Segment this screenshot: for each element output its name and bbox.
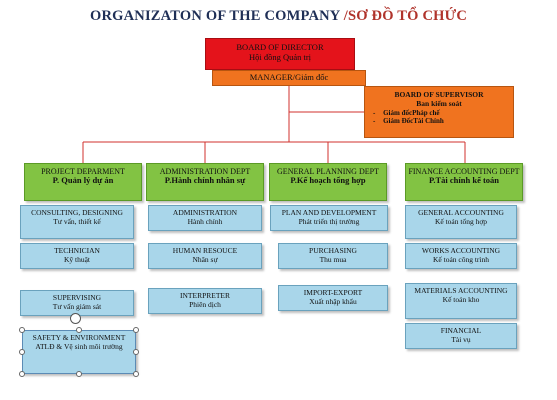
rotate-handle-icon[interactable] — [70, 313, 81, 324]
resize-handle[interactable] — [133, 327, 139, 333]
unit-subtitle: Thu mua — [319, 254, 347, 264]
unit-purchasing[interactable]: PURCHASING Thu mua — [278, 243, 388, 269]
unit-consulting-designing[interactable]: CONSULTING, DESIGNING Tư vấn, thiết kế — [20, 205, 134, 239]
dept-title: PROJECT DEPARMENT — [41, 167, 125, 176]
unit-title: PLAN AND DEVELOPMENT — [281, 208, 377, 217]
unit-import-export[interactable]: IMPORT-EXPORT Xuất nhập khẩu — [278, 285, 388, 311]
unit-title: MATERIALS ACCOUNTING — [414, 286, 508, 295]
unit-administration[interactable]: ADMINISTRATION Hành chính — [148, 205, 262, 231]
dept-subtitle: P.Tài chính kế toán — [428, 175, 500, 186]
resize-handle[interactable] — [19, 371, 25, 377]
unit-title: ADMINISTRATION — [172, 208, 238, 217]
dept-title: ADMINISTRATION DEPT — [159, 167, 251, 176]
unit-subtitle: Xuất nhập khẩu — [309, 296, 357, 306]
dept-project[interactable]: PROJECT DEPARMENT P. Quản lý dự án — [24, 163, 142, 201]
dept-finance-accounting[interactable]: FINANCE ACCOUNTING DEPT P.Tài chính kế t… — [405, 163, 523, 201]
unit-technician[interactable]: TECHNICIAN Kỹ thuật — [20, 243, 134, 269]
unit-subtitle: Kế toán công trình — [432, 254, 490, 264]
dept-subtitle: P. Quản lý dự án — [52, 175, 114, 186]
unit-interpreter[interactable]: INTERPRETER Phiên dịch — [148, 288, 262, 314]
resize-handle[interactable] — [133, 371, 139, 377]
supervisor-title: BOARD OF SUPERVISOR — [394, 90, 484, 99]
resize-handle[interactable] — [19, 349, 25, 355]
dept-title: GENERAL PLANNING DEPT — [277, 167, 379, 176]
unit-title: SUPERVISING — [52, 293, 102, 302]
unit-title: FINANCIAL — [440, 326, 482, 335]
page-title: ORGANIZATON OF THE COMPANY /SƠ ĐỒ TỔ CHỨ… — [0, 8, 557, 25]
board-title: BOARD OF DIRECTOR — [236, 42, 324, 52]
unit-subtitle: Phát triển thị trường — [298, 216, 360, 226]
unit-subtitle: Tài vụ — [451, 334, 471, 344]
unit-supervising[interactable]: SUPERVISING Tư vấn giám sát — [20, 290, 134, 316]
unit-materials-accounting[interactable]: MATERIALS ACCOUNTING Kế toán kho — [405, 283, 517, 319]
resize-handle[interactable] — [19, 327, 25, 333]
board-of-supervisor-box[interactable]: BOARD OF SUPERVISOR Ban kiểm soát Giám đ… — [364, 86, 514, 138]
unit-subtitle: ATLĐ & Vệ sinh môi trường — [35, 341, 123, 351]
unit-title: TECHNICIAN — [54, 246, 100, 255]
unit-subtitle: Phiên dịch — [189, 299, 221, 309]
supervisor-subtitle: Ban kiểm soát — [416, 98, 462, 108]
unit-safety-environment[interactable]: SAFETY & ENVIRONMENT ATLĐ & Vệ sinh môi … — [22, 330, 136, 374]
title-english: ORGANIZATON OF THE COMPANY — [89, 8, 340, 24]
unit-subtitle: Tư vấn, thiết kế — [53, 216, 101, 226]
unit-general-accounting[interactable]: GENERAL ACCOUNTING Kế toán tổng hợp — [405, 205, 517, 239]
unit-title: CONSULTING, DESIGNING — [31, 208, 123, 217]
resize-handle[interactable] — [133, 349, 139, 355]
resize-handle[interactable] — [76, 371, 82, 377]
unit-subtitle: Kế toán tổng hợp — [434, 216, 488, 226]
dept-administration[interactable]: ADMINISTRATION DEPT P.Hành chính nhân sự — [146, 163, 264, 201]
board-of-director-box[interactable]: BOARD OF DIRECTOR Hội đồng Quản trị — [205, 38, 355, 70]
unit-title: SAFETY & ENVIRONMENT — [32, 333, 126, 342]
resize-handle[interactable] — [76, 327, 82, 333]
unit-subtitle: Tư vấn giám sát — [52, 301, 102, 311]
unit-subtitle: Kỹ thuật — [63, 254, 91, 264]
supervisor-list: Giám đốcPháp chế Giám ĐốcTài Chính — [365, 109, 513, 125]
supervisor-item: Giám đốcPháp chế — [365, 109, 513, 117]
manager-title: MANAGER/Giám đốc — [249, 72, 329, 82]
unit-title: PURCHASING — [309, 246, 357, 255]
dept-subtitle: P.Kế hoạch tổng hợp — [290, 175, 366, 186]
dept-general-planning[interactable]: GENERAL PLANNING DEPT P.Kế hoạch tổng hợ… — [269, 163, 387, 201]
unit-subtitle: Nhân sự — [192, 254, 218, 264]
unit-human-resource[interactable]: HUMAN RESOUCE Nhân sự — [148, 243, 262, 269]
unit-financial[interactable]: FINANCIAL Tài vụ — [405, 323, 517, 349]
unit-title: INTERPRETER — [180, 291, 230, 300]
board-subtitle: Hội đồng Quản trị — [248, 51, 312, 62]
title-vietnamese: /SƠ ĐỒ TỔ CHỨC — [343, 8, 468, 24]
dept-title: FINANCE ACCOUNTING DEPT — [408, 167, 520, 176]
unit-title: HUMAN RESOUCE — [172, 246, 238, 255]
dept-subtitle: P.Hành chính nhân sự — [164, 175, 246, 186]
unit-subtitle: Kế toán kho — [442, 294, 480, 304]
unit-title: IMPORT-EXPORT — [303, 288, 363, 297]
supervisor-item: Giám ĐốcTài Chính — [365, 117, 513, 125]
unit-plan-development[interactable]: PLAN AND DEVELOPMENT Phát triển thị trườ… — [270, 205, 388, 231]
unit-subtitle: Hành chính — [187, 216, 223, 226]
unit-title: WORKS ACCOUNTING — [421, 246, 501, 255]
manager-box[interactable]: MANAGER/Giám đốc — [212, 70, 366, 86]
unit-title: GENERAL ACCOUNTING — [418, 208, 504, 217]
unit-works-accounting[interactable]: WORKS ACCOUNTING Kế toán công trình — [405, 243, 517, 269]
